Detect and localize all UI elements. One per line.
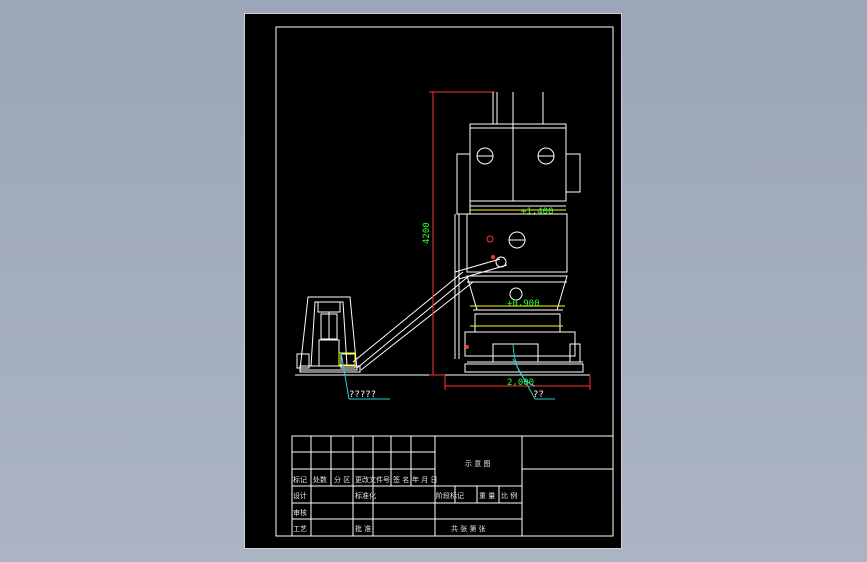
- tb-weight-label: 重 量: [479, 492, 495, 500]
- title-text: 示 意 图: [465, 459, 490, 468]
- tb-scale-label: 比 例: [501, 491, 517, 500]
- callout-left-text: ?????: [349, 390, 376, 400]
- tb-row2-c1: 设计: [293, 491, 307, 500]
- title-block: [291, 435, 614, 537]
- dryer-middle-body: [454, 213, 568, 359]
- dim-height-text: 4200: [422, 222, 432, 244]
- height-dimension: [429, 91, 495, 376]
- drawing-sheet: 4200 2,000 +1,400: [244, 13, 622, 549]
- motor-pulley: [338, 352, 356, 366]
- tb-row2-c3: 标准化: [355, 491, 376, 500]
- dryer-upper-body: [456, 92, 581, 215]
- tb-sheet-info: 共 张 第 张: [451, 524, 486, 533]
- tb-row1-c1: 标记: [293, 475, 307, 484]
- level-2-text: +0,900: [507, 299, 540, 309]
- level-1-text: +1,400: [521, 207, 554, 217]
- width-dimension: [444, 376, 591, 390]
- leader-lines: [340, 343, 555, 400]
- conveyor-joint: [495, 256, 507, 268]
- cad-drawing: 4200 2,000 +1,400: [275, 26, 614, 537]
- tb-stage-label: 阶段标记: [436, 491, 464, 500]
- tb-row1-c5: 签 名: [393, 475, 409, 484]
- tb-row1-c2: 处数: [313, 475, 327, 484]
- tb-row1-c3: 分 区: [334, 475, 350, 484]
- dim-width-text: 2,000: [507, 378, 534, 388]
- tb-row3-c1: 审核: [293, 508, 307, 517]
- dryer-base: [464, 313, 584, 373]
- motor-stand: [296, 296, 361, 373]
- callout-right-text: ??: [533, 390, 544, 400]
- tb-row4-c1: 工艺: [293, 525, 307, 533]
- tb-row4-c3: 批 准: [355, 524, 371, 533]
- tb-row1-c4: 更改文件号: [355, 475, 390, 484]
- tb-row1-c6: 年 月 日: [412, 475, 437, 484]
